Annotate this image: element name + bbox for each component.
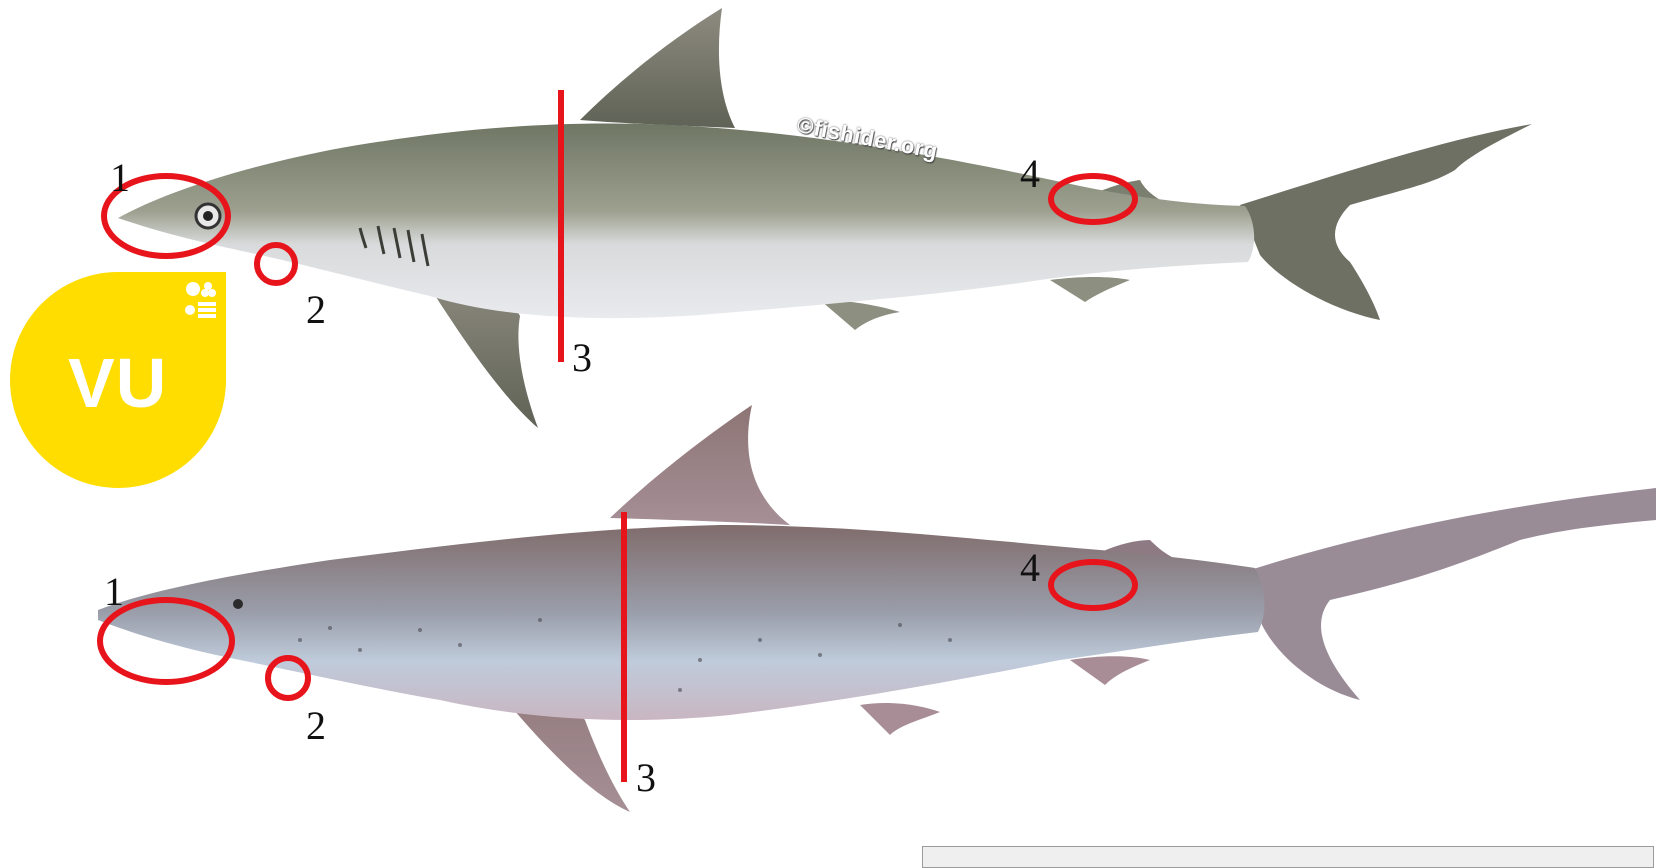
- upper-label-2: 2: [306, 290, 326, 330]
- lower-eye: [233, 599, 243, 609]
- lower-label-1: 1: [104, 572, 124, 612]
- redlist-category: VU: [68, 348, 167, 418]
- lower-label-3: 3: [636, 758, 656, 798]
- redlist-badge: VU: [10, 272, 226, 488]
- lower-label-2: 2: [306, 706, 326, 746]
- upper-anal-fin: [1050, 277, 1130, 302]
- lower-label-4: 4: [1020, 548, 1040, 588]
- caption-box: [922, 846, 1654, 868]
- lower-anal-fin: [1070, 656, 1150, 685]
- lower-shark: [98, 405, 1656, 812]
- redlist-logo-icon: [184, 280, 218, 320]
- upper-caudal-fin: [1240, 124, 1532, 320]
- lower-first-dorsal-fin: [610, 405, 790, 525]
- lower-caudal-fin: [1250, 488, 1656, 700]
- upper-first-dorsal-fin: [580, 8, 735, 128]
- upper-shark: [118, 8, 1532, 428]
- upper-label-3: 3: [572, 338, 592, 378]
- upper-label-1: 1: [110, 158, 130, 198]
- lower-pelvic-fin: [860, 703, 940, 735]
- upper-pelvic-fin: [820, 300, 900, 330]
- upper-label-4: 4: [1020, 154, 1040, 194]
